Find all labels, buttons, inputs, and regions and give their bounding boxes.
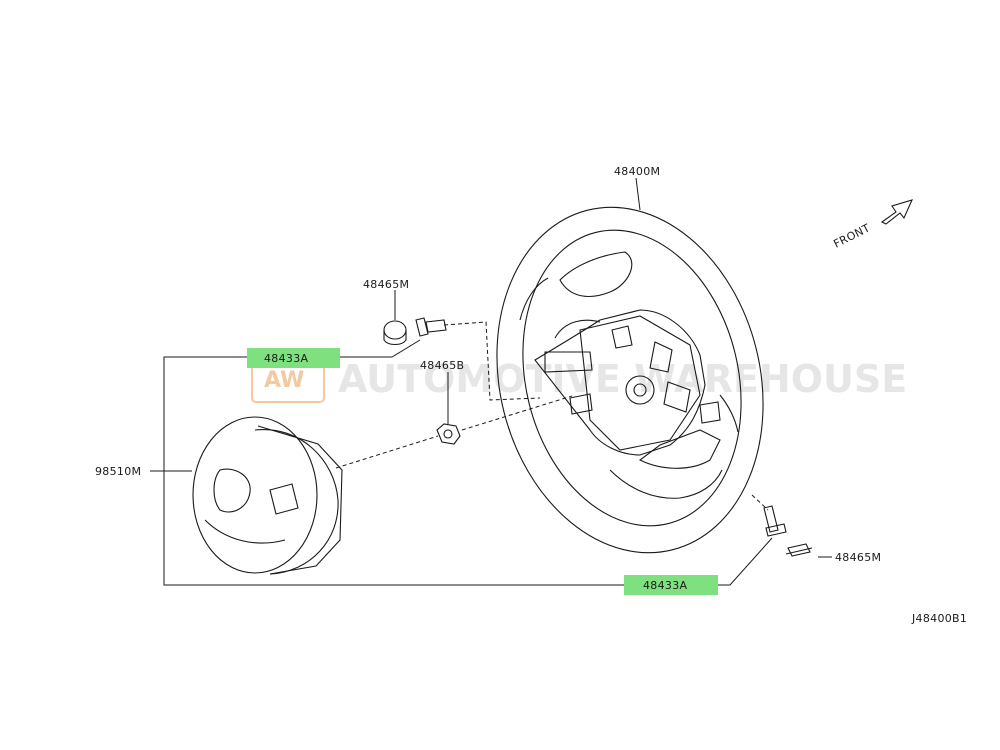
watermark: AW AUTOMOTIVE WAREHOUSE: [251, 353, 907, 403]
bolt-right-part: [785, 543, 813, 557]
callout-steering-wheel: 48400M: [614, 165, 660, 178]
front-indicator: FRONT: [831, 199, 913, 251]
diagram-code: J48400B1: [911, 612, 967, 625]
front-label: FRONT: [831, 221, 872, 250]
callout-nut: 48465B: [420, 359, 464, 372]
callout-torx-bottom: 48433A: [643, 579, 687, 592]
front-arrow-icon: [880, 199, 913, 225]
callout-torx-left: 48433A: [264, 352, 308, 365]
leader-lines: [150, 177, 832, 586]
torx-bolt-left: [415, 317, 447, 337]
airbag-module: [192, 416, 343, 575]
torx-bolt-right: [763, 505, 787, 537]
callout-bolt-right: 48465M: [835, 551, 881, 564]
callout-airbag-module: 98510M: [95, 465, 141, 478]
callout-bolt-cap: 48465M: [363, 278, 409, 291]
watermark-logo: AW: [264, 368, 304, 393]
nut-part: [436, 423, 461, 445]
steering-wheel: [496, 206, 764, 554]
highlight-torx-left: [247, 348, 340, 368]
bolt-cap-part: [383, 320, 407, 346]
watermark-text: AUTOMOTIVE WAREHOUSE: [338, 357, 907, 401]
highlight-torx-bottom: [624, 575, 718, 595]
